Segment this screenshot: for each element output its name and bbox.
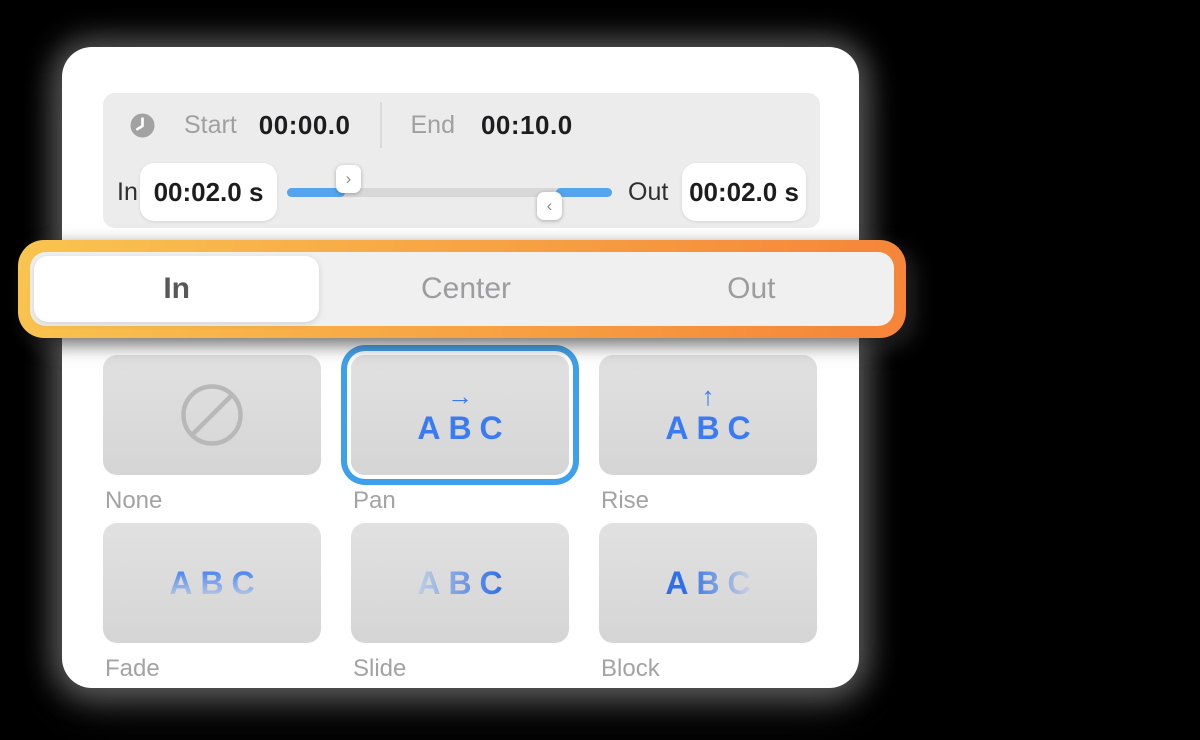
animation-grid: None → ABC Pan ↑ ABC Rise ABC <box>103 355 817 691</box>
out-duration-handle[interactable]: ‹ <box>537 192 562 220</box>
sample-text: ABC <box>417 410 511 446</box>
animation-option-block: ABC Block <box>599 523 817 691</box>
animation-tile-fade[interactable]: ABC <box>103 523 321 643</box>
divider <box>380 102 383 148</box>
in-duration-input[interactable]: 00:02.0 s <box>140 163 277 221</box>
animation-option-pan: → ABC Pan <box>351 355 569 523</box>
end-label: End <box>410 110 455 139</box>
animation-option-none: None <box>103 355 321 523</box>
sample-text: ABC <box>657 564 758 602</box>
arrow-right-icon: → <box>447 381 473 411</box>
arrow-up-icon: ↑ <box>701 381 715 411</box>
sample-text: ABC <box>161 564 262 602</box>
animation-tile-pan[interactable]: → ABC <box>351 355 569 475</box>
animation-option-rise: ↑ ABC Rise <box>599 355 817 523</box>
clock-icon <box>129 112 156 139</box>
animation-label: None <box>105 487 163 514</box>
highlight-ring: In Center Out <box>18 240 906 338</box>
tab-in[interactable]: In <box>34 256 320 322</box>
animation-label: Rise <box>601 487 650 514</box>
animation-tile-block[interactable]: ABC <box>599 523 817 643</box>
timing-panel: Start 00:00.0 End 00:10.0 In 00:02.0 s › <box>103 93 820 228</box>
sample-text: ABC <box>409 564 510 602</box>
animation-tile-none[interactable] <box>103 355 321 475</box>
chevron-left-icon: ‹ <box>546 196 553 215</box>
start-value: 00:00.0 <box>258 109 351 140</box>
animation-label: Fade <box>105 655 160 682</box>
in-out-duration-slider[interactable]: › ‹ <box>287 163 612 221</box>
slider-track[interactable] <box>287 188 612 197</box>
start-label: Start <box>184 110 237 139</box>
animation-label: Pan <box>353 487 396 514</box>
no-symbol-icon <box>181 384 243 446</box>
animation-option-fade: ABC Fade <box>103 523 321 691</box>
animation-tile-rise[interactable]: ↑ ABC <box>599 355 817 475</box>
animation-label: Slide <box>353 655 407 682</box>
slider-out-segment <box>556 188 612 197</box>
timing-row-start-end: Start 00:00.0 End 00:10.0 <box>103 102 820 148</box>
tab-out[interactable]: Out <box>727 272 776 305</box>
position-segmented-control: In Center Out <box>30 252 894 326</box>
timing-row-in-out: In 00:02.0 s › ‹ Out 00:02.0 s <box>103 163 820 221</box>
slider-in-segment <box>287 188 345 197</box>
animation-option-slide: ABC Slide <box>351 523 569 691</box>
out-duration-input[interactable]: 00:02.0 s <box>682 163 806 221</box>
panel-card: Start 00:00.0 End 00:10.0 In 00:02.0 s › <box>62 47 859 688</box>
end-value: 00:10.0 <box>480 109 573 140</box>
tab-center[interactable]: Center <box>420 272 512 305</box>
chevron-right-icon: › <box>345 169 352 188</box>
in-duration-handle[interactable]: › <box>336 165 361 193</box>
sample-text: ABC <box>665 410 759 446</box>
animation-tile-slide[interactable]: ABC <box>351 523 569 643</box>
animation-label: Block <box>601 655 660 682</box>
out-label: Out <box>628 178 669 206</box>
in-label: In <box>117 178 138 206</box>
